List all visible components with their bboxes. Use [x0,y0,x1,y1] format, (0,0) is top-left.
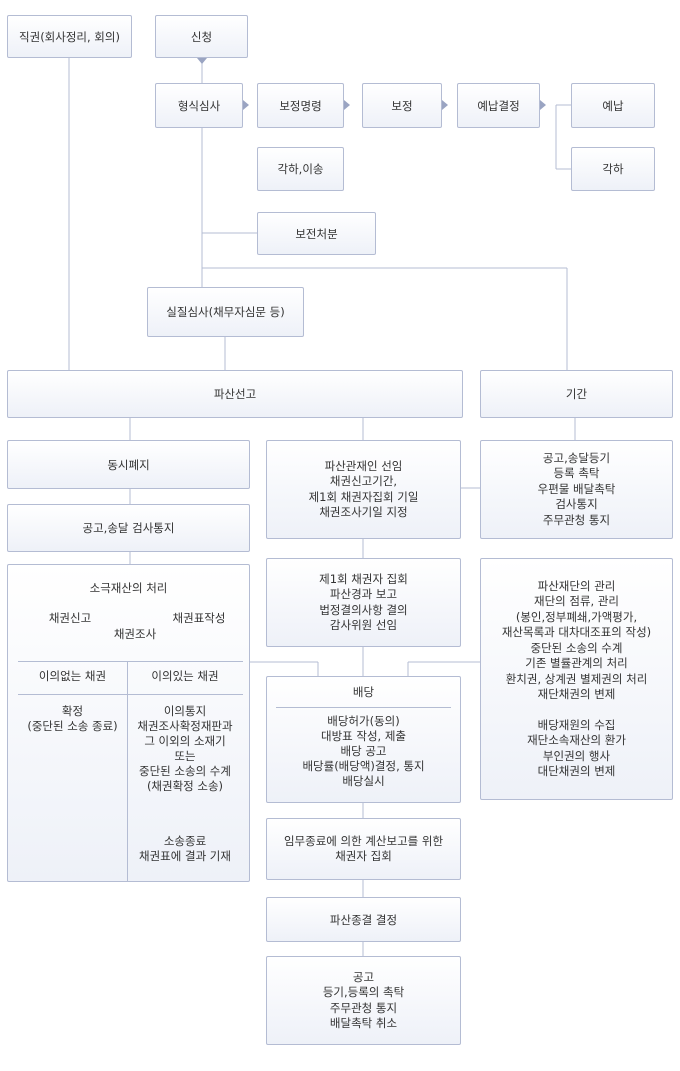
preservation-box: 보전처분 [257,212,376,255]
estate-line: 재단의 점류, 관리 [533,594,620,608]
trustee-line: 제1회 채권자집회 기일 [308,489,419,504]
correction-label: 보정 [391,98,413,113]
objection-line: 그 이외의 소재기 [144,734,226,748]
distribution-line: 대방표 작성, 제출 [320,729,407,743]
dismiss-transfer-box: 각하,이송 [257,147,344,191]
final-line: 주무관청 통지 [329,1000,398,1015]
estate-line: 기존 별률관계의 처리 [525,656,628,670]
small-estate-divider-header [18,694,243,695]
substantive-review-label: 실질심사(채무자심문 등) [166,305,285,319]
estate-management-box: 파산재단의 관리 재단의 점류, 관리 (봉인,정부폐쇄,가액평가, 재산목록과… [480,558,673,800]
distribution-line: 배당 공고 [340,744,387,758]
substantive-review-box: 실질심사(채무자심문 등) [147,287,304,337]
estate-line: 파산재단의 관리 [537,578,616,593]
deposit-decision-box: 예납결정 [457,83,540,128]
first-meeting-line: 법정결의사항 결의 [319,602,408,617]
distribution-line: 배당률(배당액)결정, 통지 [302,759,425,773]
claim-table-label: 채권표작성 [172,611,226,625]
objection-line: 이의통지 [163,704,207,718]
distribution-box [266,676,461,803]
dismissal-box: 각하 [571,147,655,191]
objection-line: 채권조사확정재판과 [137,719,233,733]
period-box: 기간 [480,370,673,418]
termination-label: 파산종결 결정 [329,912,398,927]
small-estate-title: 소극재산의 처리 [89,581,168,595]
simultaneous-abolition-label: 동시폐지 [107,457,150,472]
registration-box: 공고,송달등기 등록 촉탁 우편물 배달촉탁 검사통지 주무관청 통지 [480,440,673,539]
application-label: 신청 [190,29,213,44]
objection-header: 이의있는 채권 [151,669,219,683]
registration-line: 주무관청 통지 [542,512,611,527]
estate-line: 환치권, 상계권 별제권의 처리 [505,671,648,686]
deposit-box: 예납 [571,83,655,128]
no-objection-line-1: 확정 [61,704,84,718]
estate-line: 재단소속재산의 환가 [527,733,626,747]
trustee-appointment-box: 파산관재인 선임 채권신고기간, 제1회 채권자집회 기일 채권조사기일 지정 [266,440,461,539]
notice-inspection-box: 공고,송달 검사통지 [7,504,250,552]
no-objection-header: 이의없는 채권 [38,669,107,683]
distribution-title: 배당 [352,685,375,699]
first-meeting-line: 감사위원 선임 [329,618,398,632]
first-meeting-line: 제1회 채권자 집회 [319,571,408,586]
period-label: 기간 [565,387,588,401]
formal-review-label: 형식심사 [177,98,221,113]
no-objection-line-2: (중단된 소송 종료) [27,719,118,733]
objection-line: (채권확정 소송) [146,779,224,793]
small-estate-divider-vertical [127,661,128,881]
estate-line: 재단채권의 변제 [537,687,616,701]
trustee-line: 채권신고기간, [329,474,398,488]
final-line: 배달촉탁 취소 [329,1016,398,1030]
declaration-label: 파산선고 [213,387,257,401]
result-line: 소송종료 [163,834,207,848]
distribution-divider [276,707,451,708]
estate-line: 재산목록과 대차대조표의 작성) [501,625,652,639]
final-notice-box: 공고 등기,등록의 촉탁 주무관청 통지 배달촉탁 취소 [266,956,461,1045]
preservation-label: 보전처분 [295,226,338,241]
correction-box: 보정 [362,83,442,128]
estate-line: (봉인,정부폐쇄,가액평가, [515,609,638,624]
registration-line: 공고,송달등기 [542,450,611,465]
estate-line: 중단된 소송의 수계 [530,640,623,655]
estate-line: 대단채권의 변제 [537,764,616,778]
result-line: 채권표에 결과 기재 [139,849,231,863]
first-meeting-line: 파산경과 보고 [329,587,398,601]
final-meeting-line: 채권자 집회 [335,849,392,863]
final-meeting-line: 임무종료에 의한 계산보고를 위한 [283,833,444,848]
registration-line: 등록 촉탁 [553,466,600,481]
notice-inspection-label: 공고,송달 검사통지 [82,521,175,535]
final-line: 등기,등록의 촉탁 [322,985,405,999]
claim-report-label: 채권신고 [48,611,92,625]
small-estate-divider-top [18,661,243,662]
simultaneous-abolition-box: 동시폐지 [7,440,250,489]
formal-review-box: 형식심사 [155,83,243,128]
deposit-decision-label: 예납결정 [477,98,520,113]
appointment-label: 직권(회사정리, 회의) [19,29,120,44]
dismissal-label: 각하 [602,162,624,176]
claim-investigation-label: 채권조사 [113,627,157,641]
distribution-line: 배당허가(동의) [327,714,400,728]
termination-box: 파산종결 결정 [266,897,461,942]
small-estate-panel [7,564,250,882]
estate-line: 부인권의 행사 [542,748,611,763]
appointment-box: 직권(회사정리, 회의) [7,15,132,58]
final-report-meeting-box: 임무종료에 의한 계산보고를 위한 채권자 집회 [266,818,461,880]
objection-line: 중단된 소송의 수계 [139,764,231,778]
declaration-box: 파산선고 [7,370,463,418]
application-box: 신청 [155,15,248,58]
correction-order-label: 보정명령 [279,98,322,113]
trustee-line: 파산관재인 선임 [324,458,403,473]
distribution-line: 배당실시 [342,774,385,788]
estate-line: 배당재원의 수집 [537,717,616,732]
first-creditors-meeting-box: 제1회 채권자 집회 파산경과 보고 법정결의사항 결의 감사위원 선임 [266,558,461,647]
trustee-line: 채권조사기일 지정 [319,505,408,519]
objection-line: 또는 [174,749,196,763]
deposit-label: 예납 [602,98,624,113]
dismiss-transfer-label: 각하,이송 [277,162,324,176]
registration-line: 우편물 배달촉탁 [537,481,616,496]
correction-order-box: 보정명령 [257,83,344,128]
final-line: 공고 [352,969,375,984]
registration-line: 검사통지 [555,497,598,512]
